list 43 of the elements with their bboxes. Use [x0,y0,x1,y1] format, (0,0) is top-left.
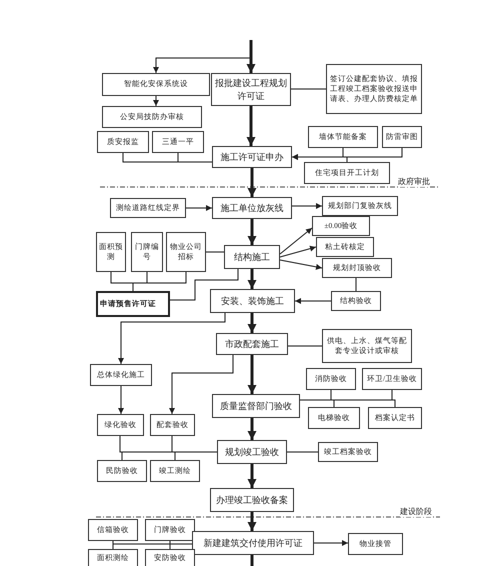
arrow [280,246,316,258]
process-box: 结构施工 [224,245,280,269]
process-box: 规划竣工验收 [217,440,287,464]
connector-line [170,268,238,300]
connector-line [250,555,254,566]
arrow [248,418,256,440]
connector-line [178,152,212,162]
process-box: 办理竣工验收备案 [210,488,294,512]
arrow [280,228,312,254]
stage-label: 建设阶段 [400,506,432,517]
connector-line [174,452,218,460]
arrow [248,269,256,289]
arrow [118,312,226,364]
process-box: 新建建筑交付使用许可证 [192,531,314,555]
connector-line [132,272,186,292]
arrow [169,354,234,414]
arrow [248,464,256,488]
arrow [153,96,159,106]
arrow [153,58,252,74]
arrow [248,355,256,394]
arrow [248,313,256,333]
arrow [246,40,256,73]
arrow [118,386,124,414]
process-box: 施工许可证申办 [212,146,292,168]
arrow [248,168,256,197]
arrow [186,205,212,211]
process-box: 报批建设工程规划许可证 [211,73,291,106]
arrow [248,512,256,531]
arrow [280,260,322,270]
process-box: 施工单位放灰线 [212,197,292,219]
arrow [314,540,348,546]
stage-label: 政府审批 [398,176,430,187]
arrow [292,203,322,209]
connector-line [300,400,396,408]
connector-line [170,544,192,550]
arrow [292,154,348,162]
process-box: 质量监督部门验收 [212,394,300,418]
arrow [248,219,256,245]
connector-line [290,88,326,90]
arrow [294,298,332,304]
process-box: 安装、装饰施工 [210,289,295,313]
process-box: 市政配套施工 [216,333,288,355]
arrow [246,106,256,146]
